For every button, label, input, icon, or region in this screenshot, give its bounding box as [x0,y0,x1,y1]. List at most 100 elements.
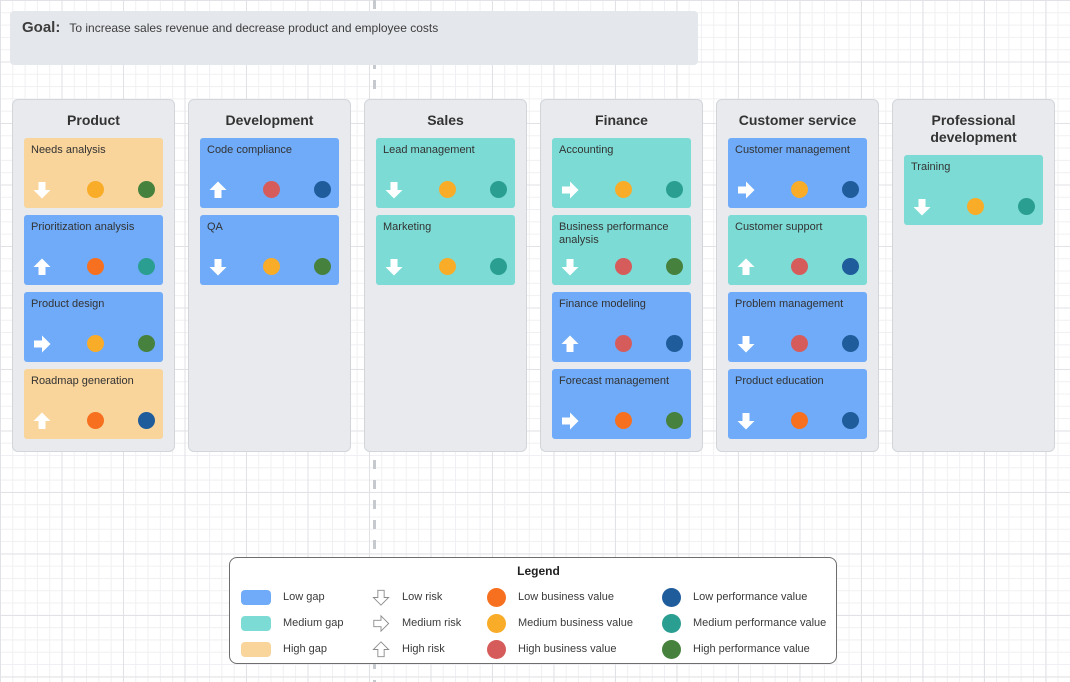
performance-value-dot [138,181,155,198]
card-icons-row [24,334,163,362]
goal-label: Goal: [22,19,61,36]
card-label: Training [911,161,951,173]
column-title: Sales [427,112,464,128]
legend-risk-group: Low risk Medium risk High risk [372,584,487,662]
performance-value-dot [666,181,683,198]
capability-column[interactable]: Development Code compliance QA [188,99,351,452]
arrow-down-icon [560,257,581,276]
capability-column[interactable]: Customer service Customer management Cus… [716,99,879,452]
arrow-down-icon [912,197,933,216]
arrow-down-icon [384,180,405,199]
capability-card[interactable]: Customer management [728,138,867,208]
column-cards: Needs analysis Prioritization analysis P… [13,138,174,439]
legend-item-label: Low risk [402,591,443,603]
capability-card[interactable]: Code compliance [200,138,339,208]
legend-performance-value-group: Low performance value Medium performance… [662,584,836,662]
card-icons-row [376,180,515,208]
card-label: QA [207,221,223,233]
card-label: Product design [31,298,105,310]
legend-item-label: Medium performance value [693,617,827,629]
capability-card[interactable]: Prioritization analysis [24,215,163,285]
performance-value-dot [842,258,859,275]
legend[interactable]: Legend Low gap Medium gap High gap Low r… [229,557,837,664]
card-icons-row [200,257,339,285]
medium-performance-value-dot [662,613,681,633]
card-label: Needs analysis [31,144,106,156]
goal-bar[interactable]: Goal: To increase sales revenue and decr… [10,11,698,65]
legend-item: Low risk [372,584,487,610]
capability-card[interactable]: Customer support [728,215,867,285]
arrow-down-icon [736,334,757,353]
business-value-dot [263,181,280,198]
capability-card[interactable]: Product education [728,369,867,439]
business-value-dot [615,258,632,275]
card-icons-row [24,180,163,208]
legend-item-label: Low gap [283,591,325,603]
high-gap-swatch [241,641,271,657]
legend-business-value-group: Low business value Medium business value… [487,584,662,662]
card-label: Forecast management [559,375,670,387]
arrow-up-icon [208,180,229,199]
capability-card[interactable]: Problem management [728,292,867,362]
capability-column[interactable]: Sales Lead management Marketing [364,99,527,452]
performance-value-dot [666,412,683,429]
business-value-dot [87,181,104,198]
legend-item: High performance value [662,636,836,662]
legend-item-label: Low business value [518,591,615,603]
performance-value-dot [1018,198,1035,215]
legend-item: Medium risk [372,610,487,636]
arrow-down-icon [208,257,229,276]
legend-item-label: Low performance value [693,591,808,603]
capability-card[interactable]: Accounting [552,138,691,208]
column-cards: Accounting Business performance analysis… [541,138,702,439]
business-value-dot [263,258,280,275]
medium-gap-swatch [241,615,271,631]
business-value-dot [967,198,984,215]
card-icons-row [24,411,163,439]
capability-card[interactable]: Finance modeling [552,292,691,362]
capability-column[interactable]: Professional development Training [892,99,1055,452]
business-value-dot [87,412,104,429]
capability-card[interactable]: Needs analysis [24,138,163,208]
capability-column[interactable]: Finance Accounting Business performance … [540,99,703,452]
card-icons-row [552,180,691,208]
arrow-down-icon [32,180,53,199]
card-label: Marketing [383,221,432,233]
legend-item: High business value [487,636,662,662]
performance-value-dot [138,335,155,352]
columns-row: Product Needs analysis Prioritization an… [12,99,1055,452]
legend-item: Medium performance value [662,610,836,636]
card-label: Product education [735,375,824,387]
high-performance-value-dot [662,639,681,659]
card-icons-row [200,180,339,208]
legend-gap-group: Low gap Medium gap High gap [241,584,372,662]
capability-card[interactable]: Lead management [376,138,515,208]
card-icons-row [728,334,867,362]
capability-card[interactable]: Forecast management [552,369,691,439]
column-cards: Training [893,155,1054,225]
capability-card[interactable]: Roadmap generation [24,369,163,439]
low-gap-swatch [241,589,271,605]
business-value-dot [439,258,456,275]
card-label: Customer support [735,221,823,233]
legend-item: High gap [241,636,372,662]
business-value-dot [615,412,632,429]
business-value-dot [615,181,632,198]
legend-item-label: High gap [283,643,328,655]
arrow-up-icon [736,257,757,276]
capability-card[interactable]: Training [904,155,1043,225]
legend-item-label: High risk [402,643,445,655]
capability-column[interactable]: Product Needs analysis Prioritization an… [12,99,175,452]
arrow-up-icon [560,334,581,353]
arrow-up-outline-icon [372,640,390,659]
legend-item: Low performance value [662,584,836,610]
legend-title: Legend [517,564,560,578]
capability-card[interactable]: Business performance analysis [552,215,691,285]
card-label: Prioritization analysis [31,221,135,233]
capability-card[interactable]: Product design [24,292,163,362]
legend-item: Low business value [487,584,662,610]
capability-card[interactable]: QA [200,215,339,285]
column-title: Development [225,112,314,128]
capability-card[interactable]: Marketing [376,215,515,285]
